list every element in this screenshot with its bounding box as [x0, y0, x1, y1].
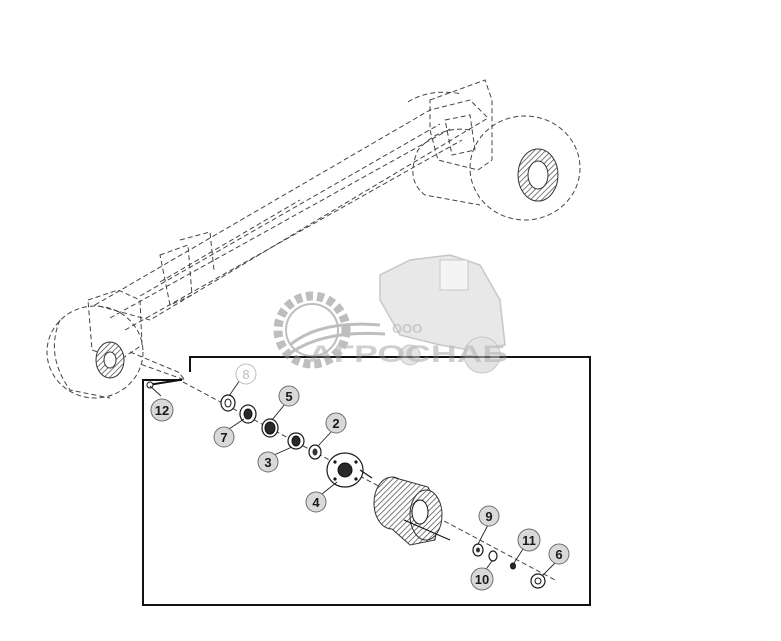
dust-cap-part	[530, 573, 546, 589]
callout-4: 4	[305, 491, 327, 513]
cotter-pin-part	[146, 379, 181, 389]
callout-2: 2	[325, 412, 347, 434]
callout-10: 10	[470, 567, 494, 591]
callout-7: 7	[213, 426, 235, 448]
nut-part	[488, 550, 498, 562]
callout-label: 12	[155, 403, 169, 418]
callout-label: 7	[220, 430, 227, 445]
left-tire-phantom	[46, 305, 144, 399]
right-tire-phantom	[412, 115, 581, 221]
callout-9: 9	[478, 505, 500, 527]
washer-part	[472, 543, 484, 557]
callout-label: 11	[522, 533, 536, 548]
callout-label: 8	[242, 367, 249, 382]
watermark-brand-small: ООО	[392, 321, 422, 336]
bearing-cup-part	[261, 418, 279, 438]
callout-label: 9	[485, 509, 492, 524]
pin-part	[510, 562, 516, 570]
hub-part	[326, 452, 373, 488]
gear-icon	[273, 291, 386, 369]
callout-label: 5	[285, 389, 292, 404]
wheel-rim-part	[373, 476, 451, 546]
callout-11: 11	[517, 528, 541, 552]
callout-12: 12	[150, 398, 174, 422]
callout-label: 4	[312, 495, 320, 510]
bearing-cone-part	[239, 404, 257, 424]
callout-label: 6	[555, 547, 562, 562]
callout-label: 10	[475, 572, 489, 587]
ring-part	[308, 444, 322, 460]
callout-label: 2	[332, 416, 339, 431]
combine-harvester-icon	[379, 254, 506, 374]
axle-phantom-drawing	[46, 79, 581, 399]
callout-8: 8	[235, 363, 257, 385]
seal-part	[220, 394, 236, 412]
watermark-brand-large: АГРОСНАБ	[308, 341, 508, 368]
bearing-part	[287, 432, 305, 450]
detail-frame	[142, 356, 591, 606]
exploded-parts	[146, 379, 556, 589]
callout-3: 3	[257, 451, 279, 473]
watermark-logo: ООО АГРОСНАБ	[273, 254, 508, 374]
callout-5: 5	[278, 385, 300, 407]
callout-6: 6	[548, 543, 570, 565]
callout-label: 3	[264, 455, 271, 470]
